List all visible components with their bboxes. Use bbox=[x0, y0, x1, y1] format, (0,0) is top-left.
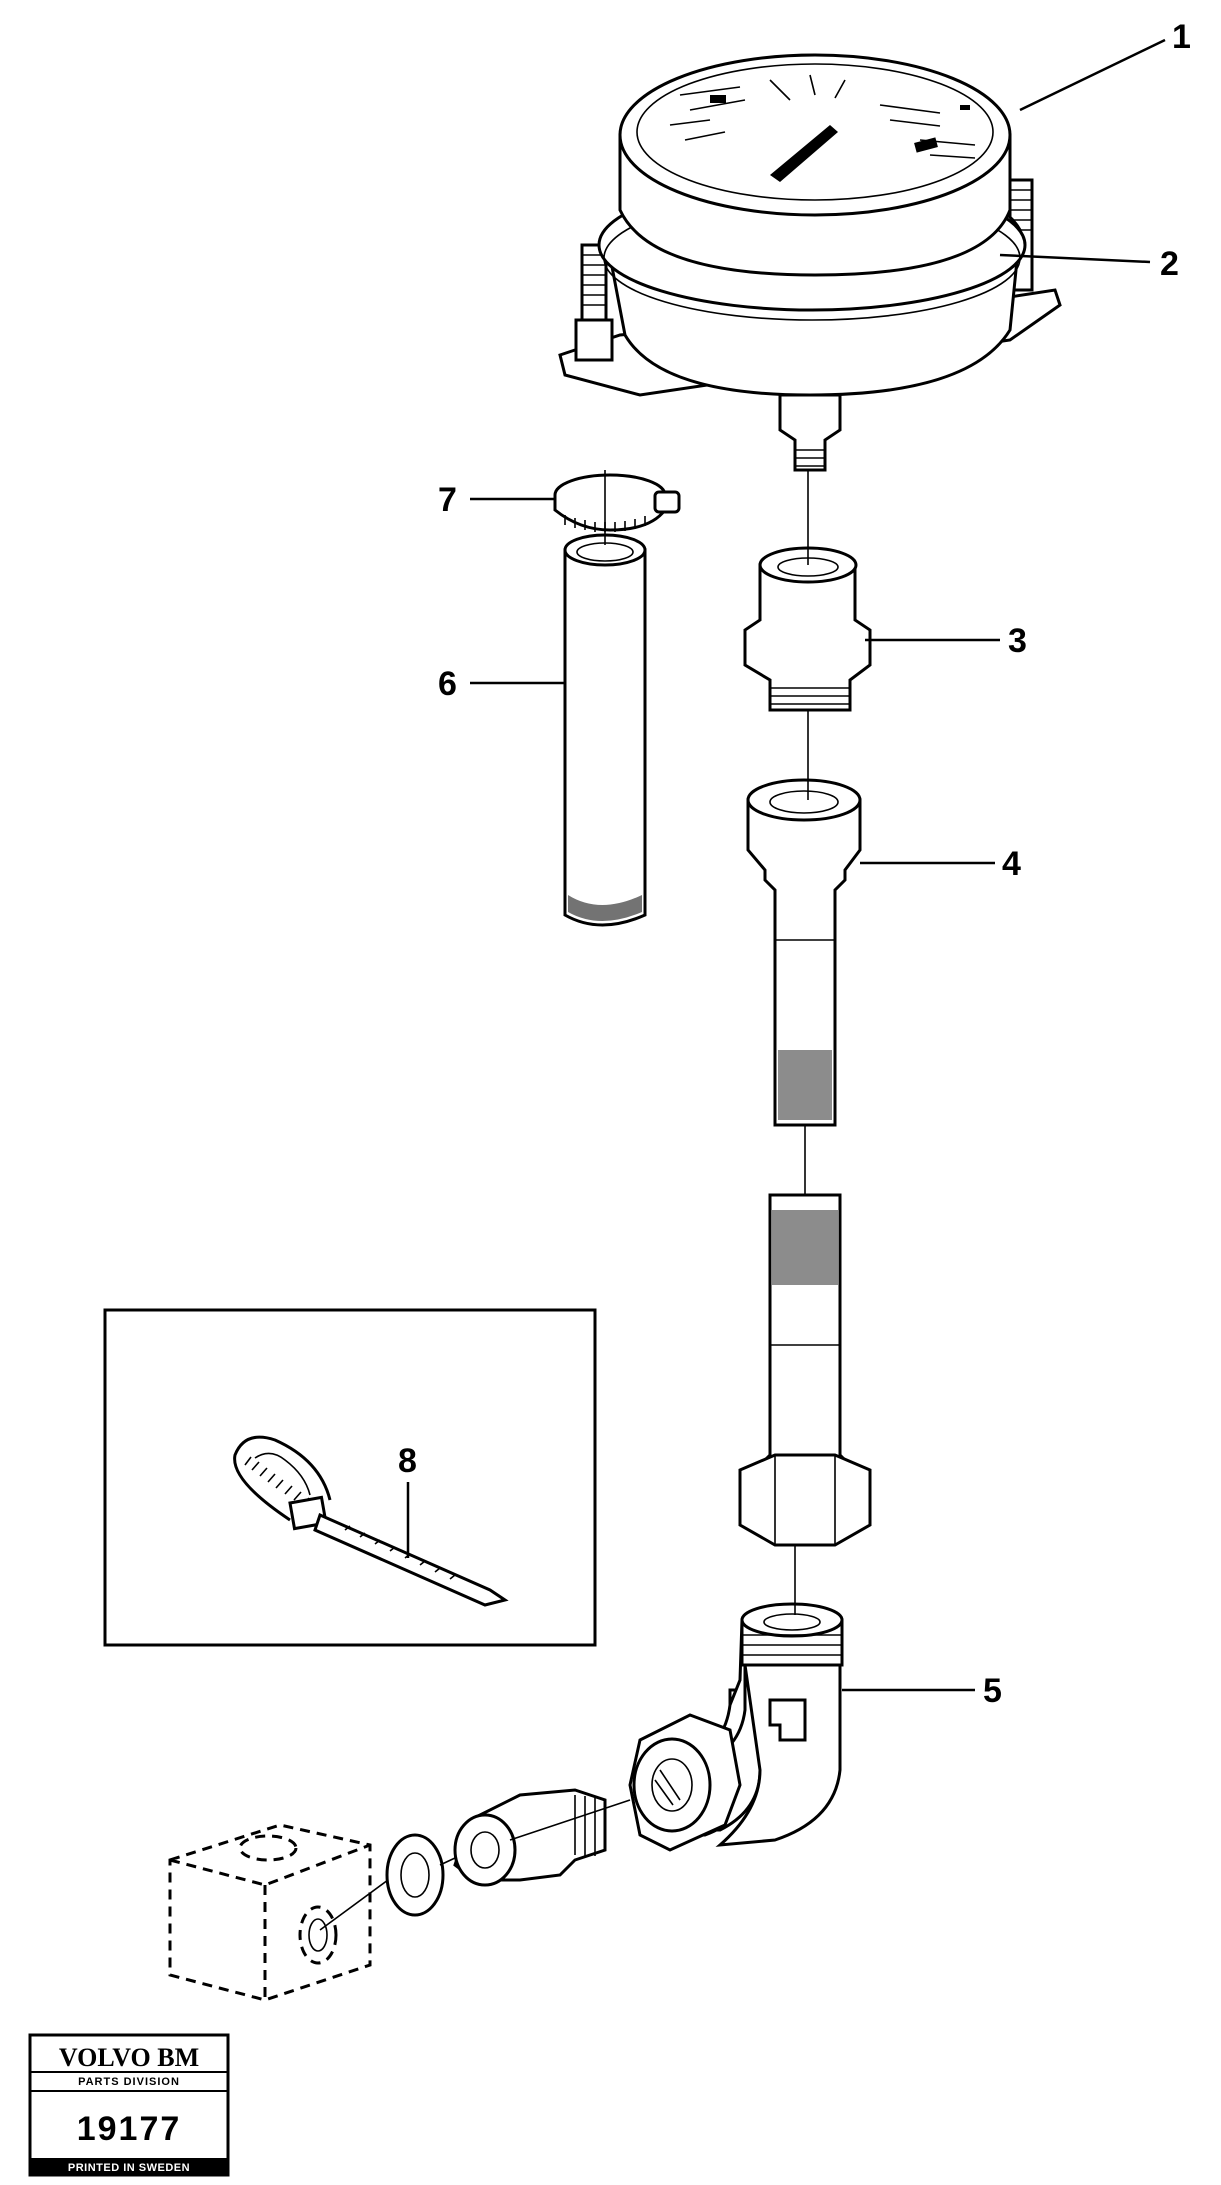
inset-frame bbox=[103, 1308, 597, 1647]
callout-number-3: 3 bbox=[1008, 622, 1027, 660]
stamp-footer: PRINTED IN SWEDEN bbox=[68, 2162, 190, 2174]
gauge-assembly bbox=[558, 53, 1062, 472]
gauge-stem bbox=[778, 393, 842, 472]
stamp-division: PARTS DIVISION bbox=[78, 2076, 180, 2088]
sealing-washer bbox=[385, 1833, 445, 1917]
assembly-lines bbox=[319, 470, 809, 1931]
callout-1: 1 bbox=[1019, 18, 1191, 112]
cable-tie bbox=[233, 1435, 509, 1607]
callout-number-1: 1 bbox=[1172, 18, 1191, 56]
callout-4: 4 bbox=[860, 845, 1021, 883]
callout-number-7: 7 bbox=[438, 481, 457, 519]
gauge-dial-markings bbox=[669, 74, 976, 159]
mounting-block-reference bbox=[168, 1823, 372, 2002]
callout-number-4: 4 bbox=[1002, 845, 1021, 883]
elbow-fitting bbox=[628, 1602, 844, 1852]
callout-8: 8 bbox=[398, 1442, 417, 1558]
callout-number-5: 5 bbox=[983, 1672, 1002, 1710]
gauge-bezel bbox=[618, 53, 1012, 217]
callout-2: 2 bbox=[999, 245, 1179, 283]
stamp-number: 19177 bbox=[77, 2110, 182, 2148]
callout-number-2: 2 bbox=[1160, 245, 1179, 283]
volvo-bm-stamp: VOLVO BM PARTS DIVISION 19177 PRINTED IN… bbox=[28, 2033, 230, 2177]
gauge-dial-face bbox=[636, 63, 994, 201]
stamp-brand: VOLVO BM bbox=[59, 2043, 199, 2072]
callout-6: 6 bbox=[438, 665, 565, 703]
clamp-screw-housing bbox=[653, 490, 681, 514]
callout-7: 7 bbox=[438, 481, 555, 519]
callout-number-6: 6 bbox=[438, 665, 457, 703]
gauge-needle bbox=[770, 125, 838, 182]
callout-5: 5 bbox=[842, 1672, 1002, 1710]
adapter-nipple bbox=[743, 546, 872, 712]
connector-and-washer bbox=[385, 1788, 607, 1917]
cable-tie-inset bbox=[103, 1308, 597, 1647]
callout-number-8: 8 bbox=[398, 1442, 417, 1480]
protective-tube bbox=[563, 533, 647, 927]
union-nut-and-pipe bbox=[738, 778, 872, 1547]
hose-clamp bbox=[553, 473, 681, 532]
callout-3: 3 bbox=[865, 622, 1027, 660]
lower-union-nut bbox=[738, 1453, 872, 1547]
